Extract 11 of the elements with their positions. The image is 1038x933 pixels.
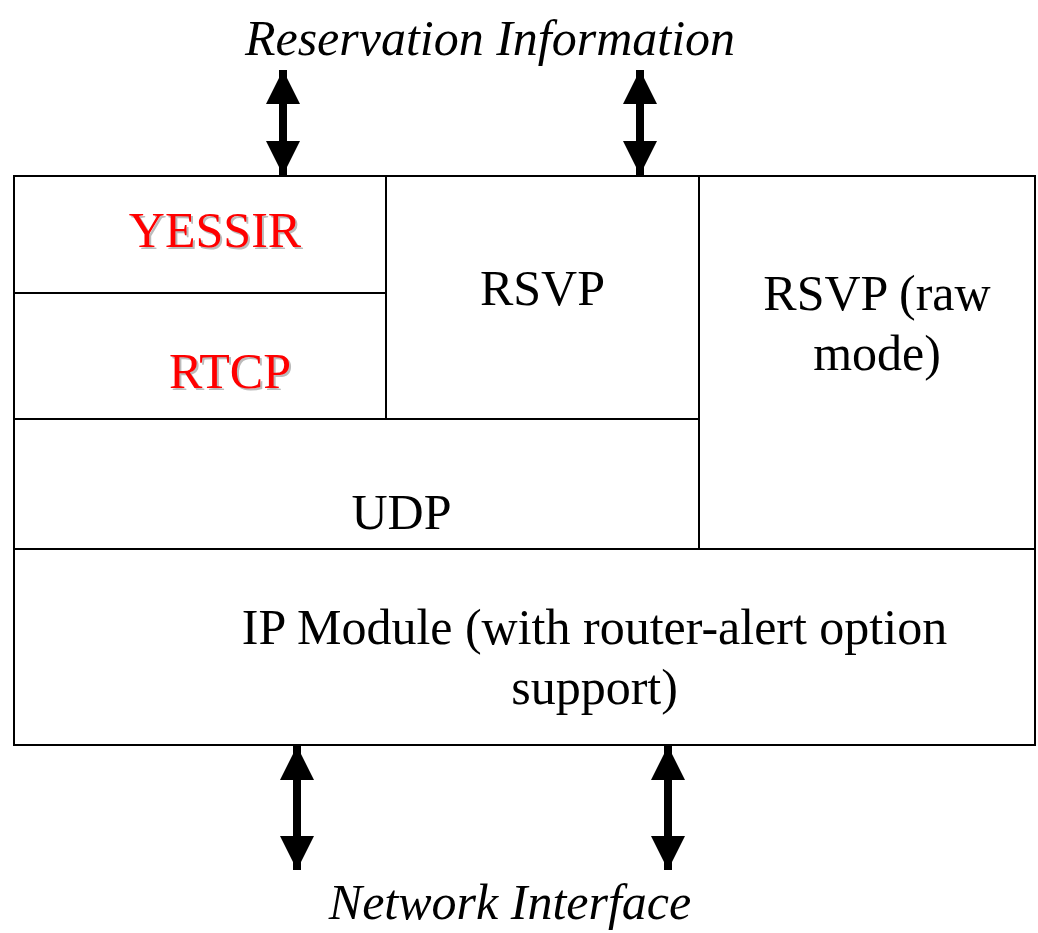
- protocol-layer-box: [13, 548, 1036, 746]
- layer-name: UDP: [351, 482, 452, 542]
- interface-label: Reservation Information: [160, 5, 820, 70]
- layer-name: RSVP (raw mode): [762, 263, 992, 383]
- layer-name: YESSIR: [128, 200, 302, 260]
- layer-name: RSVP: [479, 258, 606, 318]
- layer-name: IP Module (with router-alert option support): [240, 598, 949, 717]
- protocol-layer-box: [698, 175, 1036, 550]
- interface-label: Network Interface: [250, 870, 770, 933]
- protocol-layer-box: [13, 175, 387, 294]
- layer-name: RTCP: [168, 342, 291, 401]
